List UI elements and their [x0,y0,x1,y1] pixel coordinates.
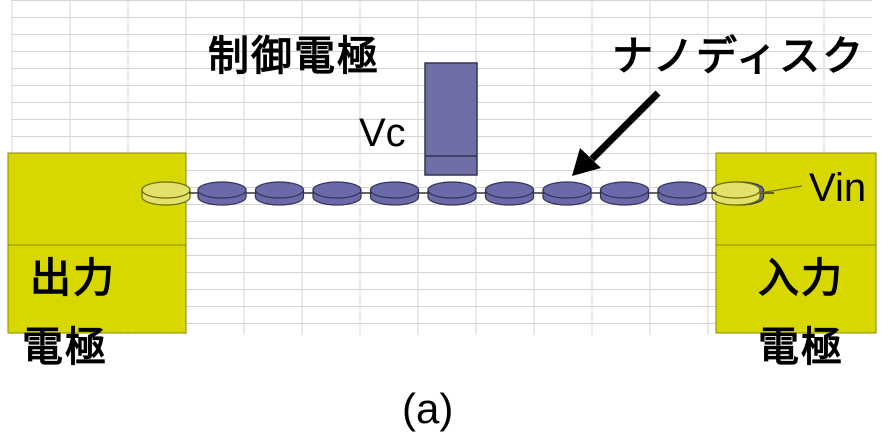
nanodisk-arrow-shaft [589,90,661,162]
input-electrode-label-line2: 電極 [758,323,844,371]
nanodisk-label: ナノディスク [612,32,866,80]
nanodisk [312,181,362,199]
nanodisk [427,181,477,199]
output-electrode-label-line1: 出力 [30,254,116,302]
input-electrode-label-line1: 入力 [758,254,844,302]
vin-label: Vin [809,166,867,210]
end-disk-input [711,181,761,199]
nanodisk [484,181,535,199]
output-electrode-label-line2: 電極 [22,323,108,371]
nanodisk [599,181,650,199]
caption: (a) [402,385,454,432]
nanodisk-arrow-head [572,148,601,176]
nanodisk [254,181,305,199]
output-electrode [7,152,187,334]
control-electrode-label: 制御電極 [208,32,380,80]
nanodisk [369,181,420,199]
nanodisk [197,181,247,199]
vc-label: Vc [359,111,406,155]
nanodisk [542,181,592,199]
vin-lead [759,185,803,194]
nanodisk [657,181,707,199]
control-electrode [424,62,478,176]
end-disk-output [141,181,191,199]
